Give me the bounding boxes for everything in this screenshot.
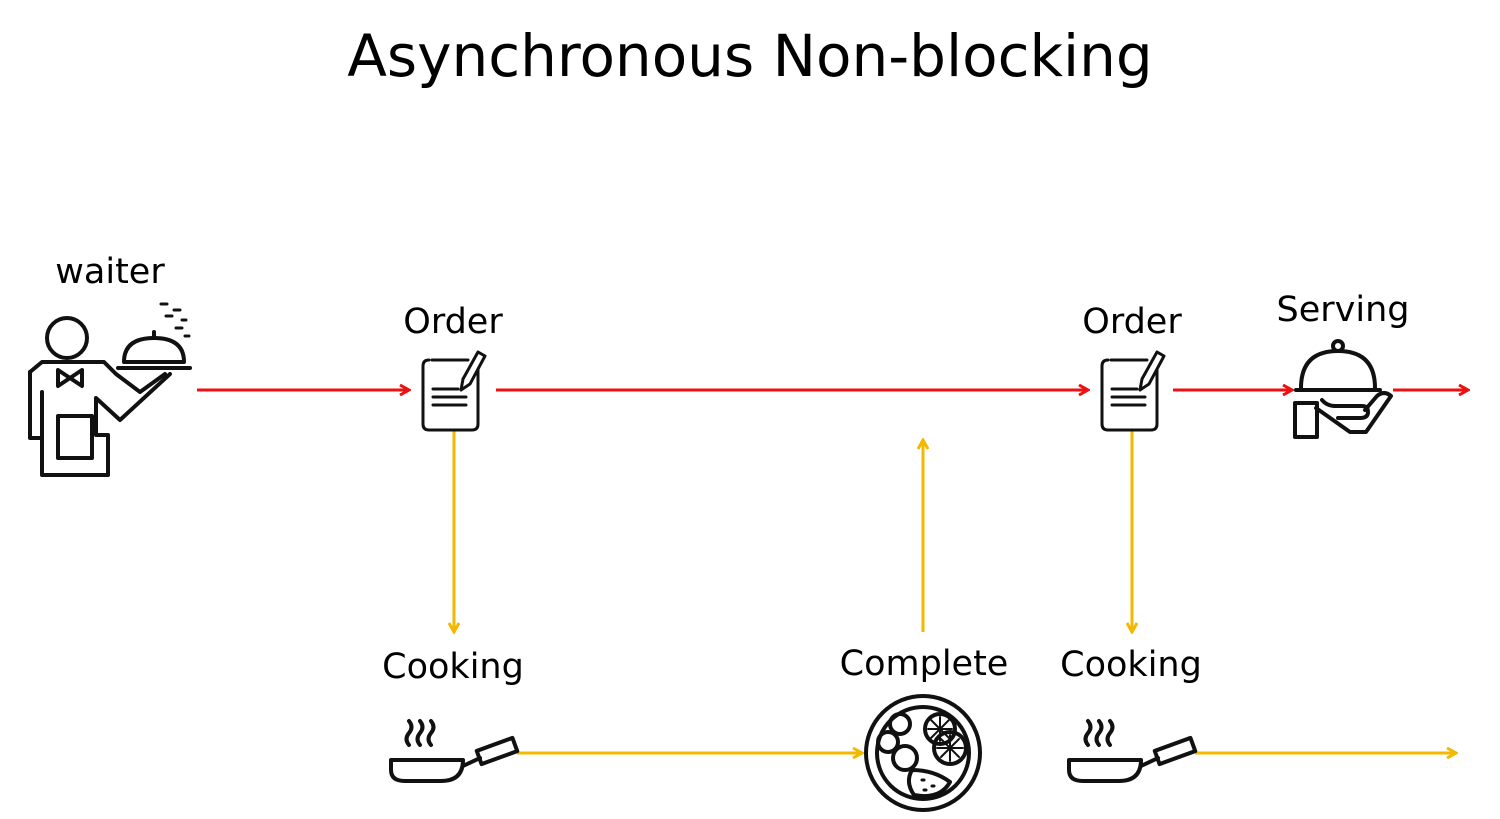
waiter-label: waiter — [55, 252, 165, 292]
complete-label: Complete — [839, 644, 1009, 684]
kitchen-flow-arrows — [454, 430, 1456, 753]
cooking-label-2: Cooking — [1060, 645, 1202, 685]
order-label-1: Order — [403, 302, 503, 342]
serving-label: Serving — [1276, 290, 1410, 330]
cooking-label-1: Cooking — [382, 647, 524, 687]
diagram-title: Asynchronous Non-blocking — [347, 22, 1153, 90]
order-note-icon-2 — [1100, 350, 1166, 432]
frying-pan-icon-1 — [389, 719, 520, 783]
order-note-icon-1 — [421, 350, 487, 432]
dish-plate-icon — [864, 694, 982, 812]
order-label-2: Order — [1082, 302, 1182, 342]
waiter-icon — [28, 302, 192, 477]
frying-pan-icon-2 — [1067, 719, 1198, 783]
serving-cloche-icon — [1293, 339, 1393, 439]
